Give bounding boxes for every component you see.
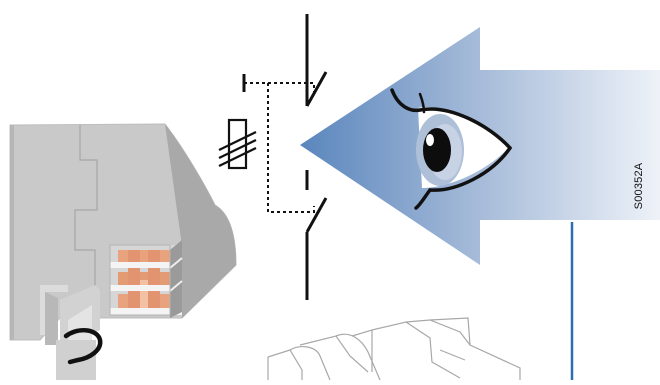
breaker-handle — [40, 285, 103, 380]
contact-window — [109, 240, 183, 318]
switch-schematic — [218, 14, 328, 300]
copper-contacts — [118, 250, 170, 308]
drawing-code: S00352A — [633, 162, 645, 210]
sketch-outline — [267, 317, 521, 381]
eye-icon — [390, 88, 512, 210]
